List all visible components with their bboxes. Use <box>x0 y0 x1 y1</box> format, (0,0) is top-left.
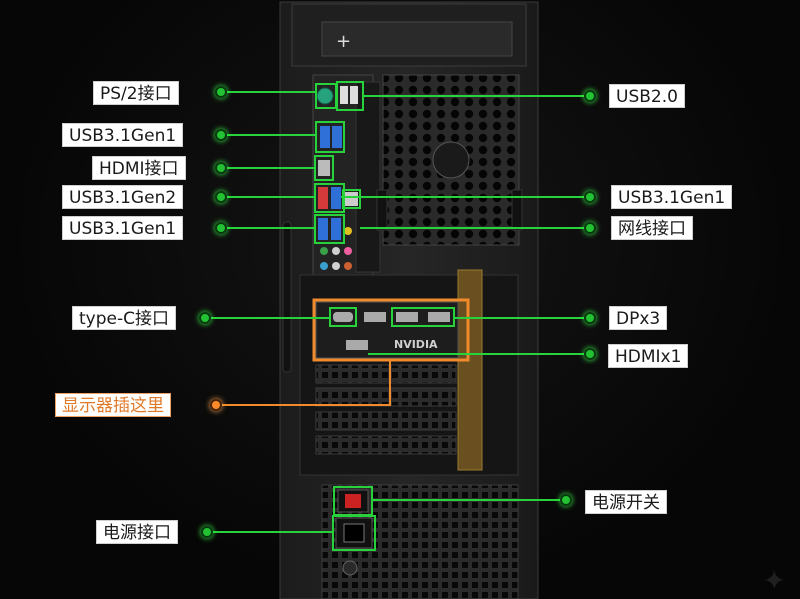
label-power-port: 电源接口 <box>96 520 178 544</box>
label-hdmi-gpu: HDMIx1 <box>608 344 689 368</box>
label-usb31gen1-left-top: USB3.1Gen1 <box>62 123 184 147</box>
dot-usb20 <box>584 90 596 102</box>
io-strip <box>355 81 381 273</box>
label-hdmi-mb: HDMI接口 <box>92 156 186 180</box>
usb31-gen1-port-d <box>318 218 328 240</box>
dot-usb31gen1-right <box>584 191 596 203</box>
audio-jack-7 <box>344 262 352 270</box>
label-display-here: 显示器插这里 <box>55 393 171 417</box>
label-lan: 网线接口 <box>611 216 693 240</box>
gpu-port-dp-3 <box>428 312 450 322</box>
dot-typec <box>199 312 211 324</box>
label-usb20: USB2.0 <box>609 84 685 108</box>
dot-hdmi-gpu <box>584 348 596 360</box>
audio-jack-4 <box>344 247 352 255</box>
dot-power-port <box>201 526 213 538</box>
label-ps2: PS/2接口 <box>93 81 179 105</box>
pci-slot-2 <box>315 387 457 407</box>
dot-hdmi-mb <box>215 162 227 174</box>
dot-power-switch <box>560 494 572 506</box>
top-plate <box>321 21 513 57</box>
psu-logo <box>342 560 358 576</box>
gpu-port-hdmi <box>346 340 368 350</box>
top-plus-mark: + <box>336 31 351 52</box>
audio-jack-3 <box>332 247 340 255</box>
dot-usb31gen2 <box>215 191 227 203</box>
usb31-gen1-port-b <box>332 126 342 148</box>
usb31-gen1-port-c <box>331 187 341 209</box>
hdmi-port-mb <box>318 160 330 176</box>
dot-dp <box>584 312 596 324</box>
label-usb31gen2: USB3.1Gen2 <box>62 185 184 209</box>
fan-rail-left <box>376 189 388 231</box>
label-dp: DPx3 <box>609 306 668 330</box>
dot-usb31gen1-left-bottom <box>215 222 227 234</box>
dot-lan <box>584 222 596 234</box>
leader-lines <box>205 91 590 533</box>
gpu-port-dp-2 <box>396 312 418 322</box>
display-leader-line <box>216 360 391 406</box>
gpu-pcb-edge <box>457 269 483 471</box>
fan-hub <box>432 141 470 179</box>
label-usb31gen1-right: USB3.1Gen1 <box>611 185 733 209</box>
gpu-port-usbc <box>333 312 353 322</box>
label-typec: type-C接口 <box>72 306 176 330</box>
gpu-bracket <box>315 301 459 359</box>
lan-port <box>344 192 358 206</box>
usb31-gen1-port-e <box>331 218 341 240</box>
psu-switch-rocker <box>345 494 361 508</box>
usb2-port-b <box>350 86 358 104</box>
usb31-gen2-port <box>318 187 328 209</box>
audio-jack-2 <box>320 247 328 255</box>
label-power-switch: 电源开关 <box>585 490 667 514</box>
pci-slot-3 <box>315 411 457 431</box>
audio-jack-1 <box>344 227 352 235</box>
usb2-port-a <box>340 86 348 104</box>
audio-jack-6 <box>332 262 340 270</box>
dot-display-here <box>210 399 222 411</box>
dot-usb31gen1-left-top <box>215 129 227 141</box>
gpu-brand-text: NVIDIA <box>394 338 438 351</box>
audio-jack-5 <box>320 262 328 270</box>
dot-ps2 <box>215 86 227 98</box>
watermark-icon: ✦ <box>762 564 790 597</box>
label-usb31gen1-left-bottom: USB3.1Gen1 <box>62 216 184 240</box>
psu-inlet-socket <box>343 523 365 543</box>
pci-slot-1 <box>315 364 457 384</box>
usb31-gen1-port-a <box>320 126 330 148</box>
left-handle <box>282 221 292 373</box>
ps2-port <box>316 87 334 105</box>
fan-rail-right <box>511 189 523 231</box>
pci-slot-4 <box>315 435 457 455</box>
gpu-port-dp-1 <box>364 312 386 322</box>
